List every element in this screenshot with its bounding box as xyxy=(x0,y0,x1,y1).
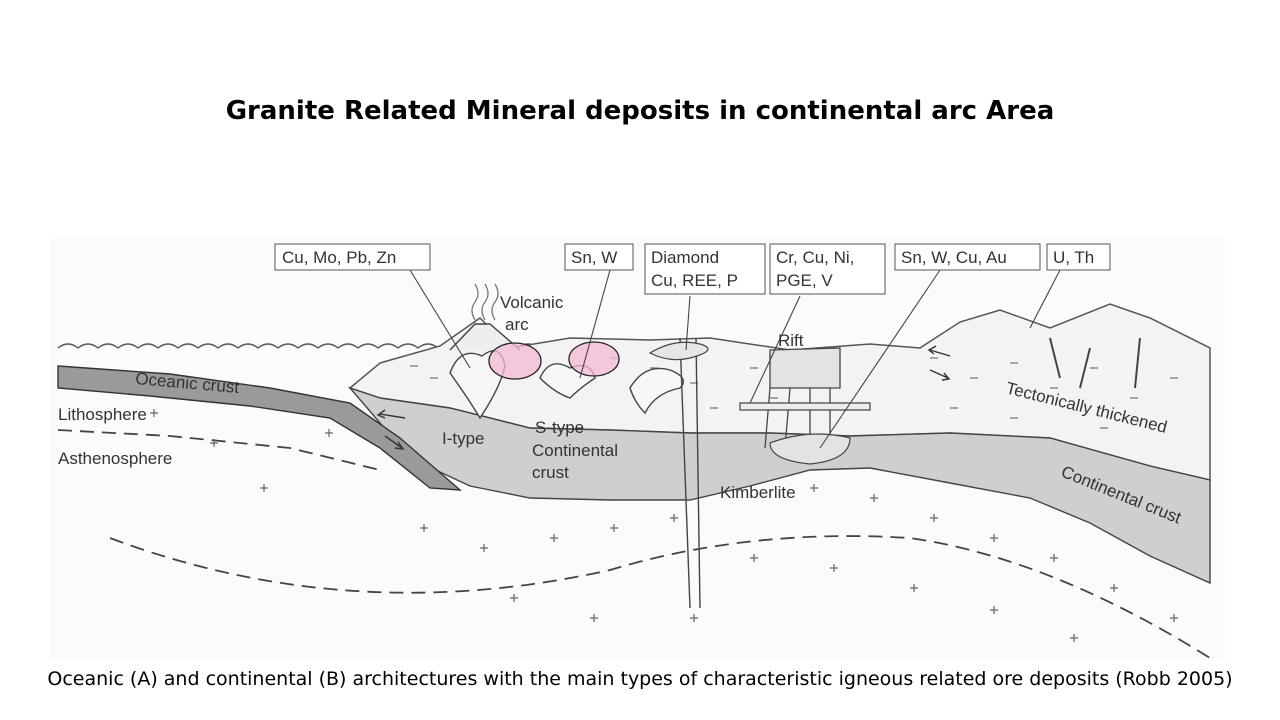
volcanic-plume xyxy=(471,283,499,321)
cross-section-diagram: Cu, Mo, Pb, Zn Sn, W Diamond Cu, REE, P … xyxy=(50,238,1225,665)
rift-intrusion xyxy=(769,347,841,389)
arrow-thickened-left xyxy=(927,345,951,357)
rift-feeder-dykes xyxy=(764,387,831,449)
highlight-ellipse-s-type xyxy=(568,341,620,377)
label-i-type: I-type xyxy=(442,429,485,448)
box-cr-line1: Cr, Cu, Ni, xyxy=(776,248,854,267)
box-sn-w-cu-au-text: Sn, W, Cu, Au xyxy=(901,248,1007,267)
box-diamond-line2: Cu, REE, P xyxy=(651,271,738,290)
label-kimberlite: Kimberlite xyxy=(720,483,796,502)
box-cr-line2: PGE, V xyxy=(776,271,833,290)
box-diamond-line1: Diamond xyxy=(651,248,719,267)
box-cr-cu-ni: Cr, Cu, Ni, PGE, V xyxy=(769,243,886,295)
rift-sill xyxy=(739,402,871,411)
slide-title: Granite Related Mineral deposits in cont… xyxy=(225,96,1055,126)
arrow-left xyxy=(376,409,406,419)
volcanic-arc-cone xyxy=(449,323,521,351)
box-u-th: U, Th xyxy=(1046,243,1111,271)
lithosphere-base-left xyxy=(57,429,381,471)
lithosphere-base-curve xyxy=(109,535,1211,659)
mantle-crosses xyxy=(150,409,1178,642)
label-asthenosphere: Asthenosphere xyxy=(58,449,172,468)
label-s-type: S-type xyxy=(535,418,584,437)
label-volcanic: Volcanic xyxy=(500,293,564,312)
kimberlite-pipe xyxy=(679,337,701,609)
box-u-th-text: U, Th xyxy=(1053,248,1094,267)
figure-caption: Oceanic (A) and continental (B) architec… xyxy=(47,668,1233,690)
box-sn-w-cu-au: Sn, W, Cu, Au xyxy=(894,243,1041,271)
box-cu-mo-pb-zn: Cu, Mo, Pb, Zn xyxy=(274,243,431,271)
box-cu-mo-pb-zn-text: Cu, Mo, Pb, Zn xyxy=(282,248,396,267)
label-rift: Rift xyxy=(778,331,804,350)
kimberlite-head xyxy=(648,341,709,361)
label-arc: arc xyxy=(505,315,529,334)
box-sn-w-text: Sn, W xyxy=(571,248,617,267)
label-lithosphere: Lithosphere xyxy=(58,405,147,424)
rift-base-intrusion xyxy=(769,433,851,465)
label-continental-left: Continental xyxy=(532,441,618,460)
highlight-ellipse-i-type xyxy=(488,342,542,380)
mountain-veins xyxy=(1049,337,1141,389)
box-sn-w: Sn, W xyxy=(564,243,634,271)
oceanic-crust-slab xyxy=(57,365,463,491)
s-type-pluton-2 xyxy=(629,367,684,415)
leader-lines xyxy=(409,269,1061,449)
box-diamond: Diamond Cu, REE, P xyxy=(644,243,766,295)
arrow-subduction xyxy=(384,435,405,450)
continental-lower-crust xyxy=(347,386,1211,585)
label-crust-left: crust xyxy=(532,463,569,482)
arrow-thickened-right xyxy=(929,369,951,381)
